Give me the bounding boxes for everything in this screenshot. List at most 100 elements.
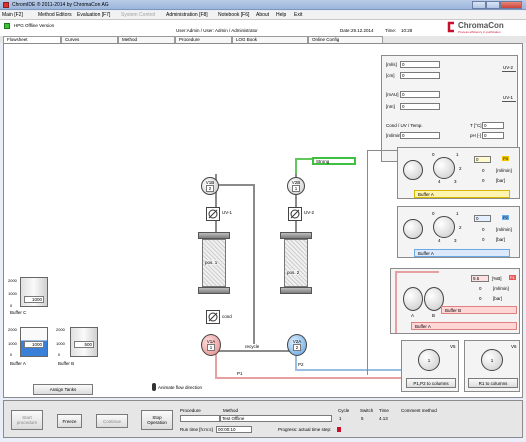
p1-a-label: A bbox=[411, 313, 415, 318]
pipe-cross-top bbox=[215, 184, 253, 186]
tab-flowsheet[interactable]: Flowsheet bbox=[3, 36, 61, 43]
valve-v1a[interactable]: V1A 1 bbox=[201, 334, 221, 356]
v5-tag: V5 bbox=[450, 344, 456, 349]
p1-percent-b-field[interactable]: 9.5 bbox=[471, 275, 489, 282]
continue-button[interactable]: Continue bbox=[96, 414, 128, 428]
menu-evaluation[interactable]: Evaluation [F7] bbox=[77, 12, 111, 18]
tank-buffer-c[interactable]: 2000 1000 0 1000 Buffer C bbox=[8, 274, 50, 315]
menu-administration[interactable]: Administration [F8] bbox=[166, 12, 208, 18]
temp-field[interactable]: 0 bbox=[482, 122, 504, 129]
p3-port-2: 2 bbox=[459, 166, 462, 171]
chromacon-logo-icon bbox=[446, 21, 456, 33]
tank-c-value[interactable]: 1000 bbox=[24, 296, 44, 303]
p3-tag: P3 bbox=[502, 156, 509, 161]
logo-text: ChromaCon bbox=[458, 21, 504, 30]
menu-help[interactable]: Help bbox=[276, 12, 287, 18]
valve-v2b[interactable]: V2B 1 bbox=[287, 177, 305, 195]
tank-c-min: 0 bbox=[10, 303, 13, 308]
tank-b-value[interactable]: 500 bbox=[74, 341, 94, 348]
menu-method-editors[interactable]: Method Editors bbox=[38, 12, 72, 18]
p2-pressure-value: 0 bbox=[482, 237, 485, 242]
p2-buffer-label: Buffer A bbox=[418, 251, 434, 256]
column-pos2: pos. 2 bbox=[284, 239, 308, 287]
stop-operation-button[interactable]: Stop Operation bbox=[141, 410, 173, 430]
tank-a-mid: 1000 bbox=[8, 341, 17, 346]
v2a-position: 2 bbox=[292, 344, 302, 351]
app-icon bbox=[3, 2, 9, 8]
tank-buffer-a[interactable]: 2000 1000 0 1000 Buffer A bbox=[8, 324, 50, 366]
p2-percent-field[interactable]: 0 bbox=[474, 215, 491, 222]
assign-tanks-button[interactable]: Assign Tanks bbox=[33, 384, 93, 395]
p1-b-label: B bbox=[432, 313, 436, 318]
p2-port-1: 1 bbox=[456, 211, 459, 216]
cond-sensor-icon bbox=[206, 310, 220, 324]
flow-field[interactable]: 0 bbox=[400, 61, 440, 68]
p3-port-1: 1 bbox=[456, 152, 459, 157]
tab-log-book[interactable]: LOG Book bbox=[232, 36, 308, 43]
valve-v2a[interactable]: V2A 2 bbox=[287, 334, 307, 356]
pump-p3-head[interactable] bbox=[403, 160, 423, 180]
close-button[interactable] bbox=[500, 1, 522, 9]
nm-unit-label: [nm] bbox=[386, 104, 395, 109]
menu-system-control[interactable]: System Control bbox=[121, 12, 156, 18]
cm-field[interactable]: 0 bbox=[400, 72, 440, 79]
procedure-field bbox=[180, 415, 220, 422]
column1-top-cap bbox=[198, 232, 230, 239]
tab-online-config[interactable]: Online Config bbox=[308, 36, 383, 43]
valve-v5[interactable]: 1 bbox=[418, 349, 440, 371]
progress-label: Progress: actual time step: bbox=[278, 427, 332, 432]
menu-bar: Main [F2] Method Editors Evaluation [F7]… bbox=[0, 11, 526, 20]
pump-p3-panel: 0 1 2 3 4 0 P3 0 [ml/min] 0 [bar] Buffer… bbox=[397, 147, 520, 199]
menu-notebook[interactable]: Notebook [F6] bbox=[218, 12, 250, 18]
p1-buffer-b-label: Buffer B bbox=[445, 308, 462, 313]
p1-p2-to-columns-button[interactable]: P1,P2 to columns bbox=[406, 378, 456, 388]
progress-indicator bbox=[337, 427, 341, 432]
uv2-detector-icon bbox=[288, 207, 302, 221]
menu-main[interactable]: Main [F2] bbox=[2, 12, 23, 18]
v1b-position: 2 bbox=[205, 185, 215, 192]
cycle-value: 1 bbox=[339, 416, 342, 421]
valve-v1b[interactable]: V1B 2 bbox=[201, 177, 219, 195]
strong-outlet: Strong bbox=[312, 157, 356, 165]
p2-tag: P2 bbox=[502, 215, 509, 220]
pipe-left bbox=[215, 174, 217, 279]
valve-v5-panel: V5 1 P1,P2 to columns bbox=[401, 340, 459, 392]
control-bar: Start procedure Freeze Continue Stop Ope… bbox=[3, 400, 523, 438]
time-label: Time: bbox=[385, 28, 397, 33]
recycle-label: recycle bbox=[245, 344, 260, 349]
pos2-label: pos. 2 bbox=[287, 270, 300, 275]
p3-percent-field[interactable]: 0 bbox=[474, 156, 491, 163]
nm-field[interactable]: 0 bbox=[400, 103, 440, 110]
maximize-button[interactable] bbox=[486, 1, 500, 9]
pump-p1-head-a[interactable] bbox=[403, 287, 423, 311]
tab-curves[interactable]: Curves bbox=[61, 36, 118, 43]
menu-exit[interactable]: Exit bbox=[294, 12, 303, 18]
valve-v6[interactable]: 1 bbox=[481, 349, 503, 371]
animate-flow-toggle[interactable] bbox=[152, 383, 156, 391]
r1-to-columns-button[interactable]: R1 to columns bbox=[468, 378, 518, 388]
status-led bbox=[4, 23, 10, 29]
mau-field[interactable]: 0 bbox=[400, 91, 440, 98]
minimize-button[interactable] bbox=[472, 1, 486, 9]
freeze-button[interactable]: Freeze bbox=[57, 414, 82, 428]
tank-b-name: Buffer B bbox=[58, 361, 75, 366]
detector-panel: [ml/s] 0 [cm] 0 UV-2 [mAU] 0 [nm] 0 UV-1… bbox=[381, 55, 518, 162]
comment-column-label: Comment method bbox=[401, 408, 437, 413]
tank-a-value[interactable]: 1000 bbox=[24, 341, 44, 348]
uv2-label: UV-2 bbox=[304, 210, 315, 215]
method-column-label: Method bbox=[223, 408, 239, 413]
ph-field[interactable]: 0 bbox=[482, 132, 504, 139]
pump-p1-head-b[interactable] bbox=[424, 287, 444, 311]
pump-p2-head[interactable] bbox=[403, 219, 423, 239]
menu-about[interactable]: About bbox=[256, 12, 270, 18]
cond-field[interactable]: 0 bbox=[400, 132, 440, 139]
p2-pressure-unit: [bar] bbox=[496, 237, 506, 242]
tab-method[interactable]: Method bbox=[118, 36, 175, 43]
start-procedure-button[interactable]: Start procedure bbox=[11, 410, 43, 430]
pump-p2-selector-valve[interactable] bbox=[433, 216, 455, 238]
pump-p3-selector-valve[interactable] bbox=[433, 157, 455, 179]
p2-port-4: 4 bbox=[438, 238, 441, 243]
tank-buffer-b[interactable]: 2000 1000 0 500 Buffer B bbox=[56, 324, 102, 366]
v1a-label: V1A bbox=[206, 339, 216, 344]
tab-procedure[interactable]: Procedure bbox=[175, 36, 232, 43]
